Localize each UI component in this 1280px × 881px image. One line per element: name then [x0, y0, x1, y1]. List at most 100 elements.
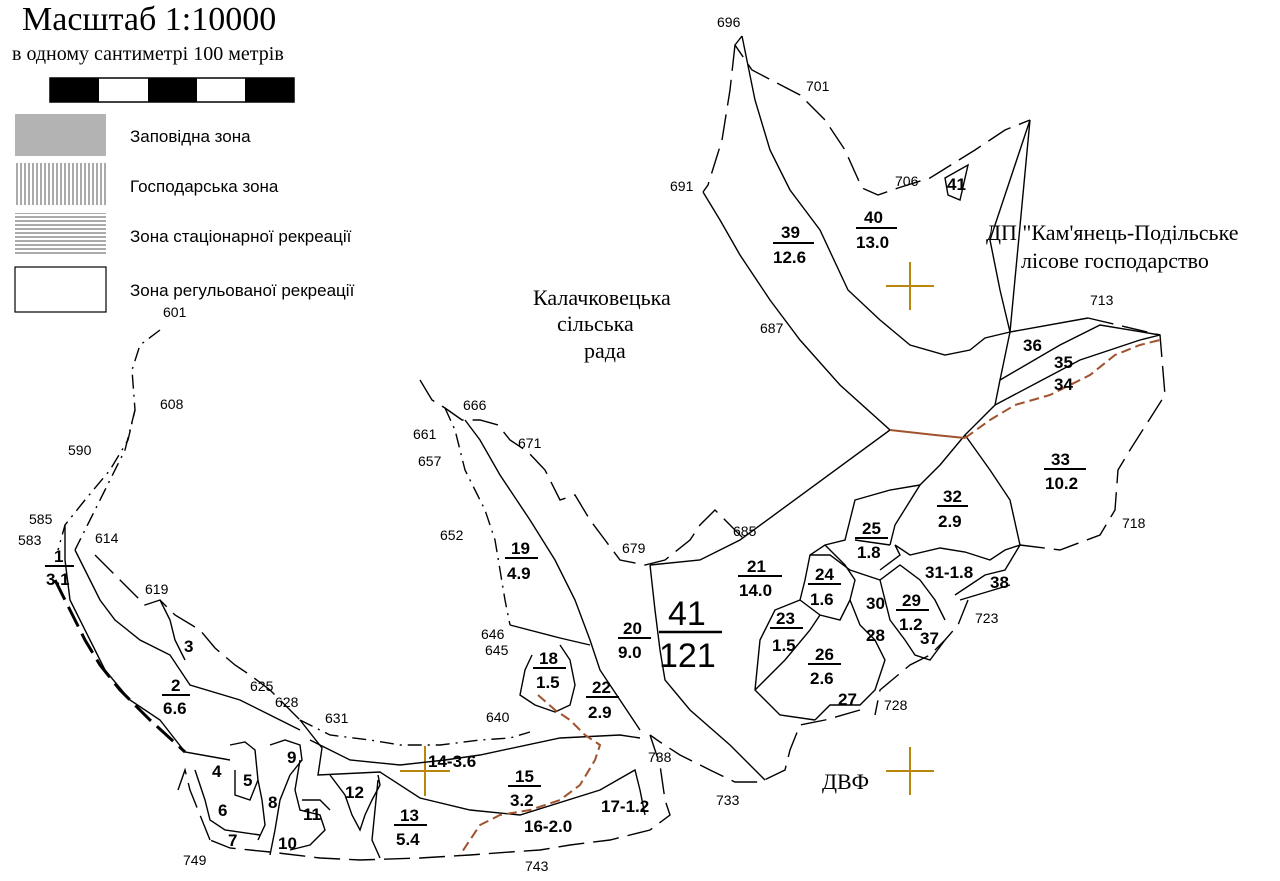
plot-number: 39 — [781, 223, 800, 242]
plot-number: 12 — [345, 783, 364, 802]
plot-number: 7 — [228, 831, 237, 850]
point-label: 679 — [622, 540, 646, 556]
point-label: 585 — [29, 511, 53, 527]
plot-number: 28 — [866, 626, 885, 645]
point-label: 608 — [160, 396, 184, 412]
cross-marker-dvf — [886, 747, 934, 795]
plot-number: 23 — [776, 609, 795, 628]
plot-number: 36 — [1023, 336, 1042, 355]
plot-number: 10 — [278, 834, 297, 853]
council-label-3: рада — [584, 338, 626, 363]
plot-number: 21 — [747, 557, 766, 576]
plot-area: 9.0 — [618, 643, 642, 662]
outer-boundary — [53, 35, 1166, 861]
scale-bar — [49, 77, 295, 103]
cross-marker-north — [886, 262, 934, 310]
plot-number: 34 — [1054, 375, 1073, 394]
forestry-label-2: лісове господарство — [1021, 248, 1209, 273]
plot-number: 6 — [218, 801, 227, 820]
dvf-label: ДВФ — [822, 769, 869, 794]
point-labels: 696 701 691 706 687 713 718 723 728 733 … — [18, 14, 1146, 874]
plot-number: 14-3.6 — [428, 752, 476, 771]
plot-area: 6.6 — [163, 699, 187, 718]
point-label: 666 — [463, 397, 487, 413]
plot-number: 24 — [815, 565, 834, 584]
plot-area: 1.2 — [899, 615, 923, 634]
plot-number: 3 — [184, 637, 193, 656]
plot-area: 10.2 — [1045, 474, 1078, 493]
plot-area: 5.4 — [396, 830, 420, 849]
scale-title: Масштаб 1:10000 — [22, 1, 276, 38]
forestry-label-1: ДП "Кам'янець-Подільське — [986, 220, 1238, 245]
plot-area: 12.6 — [773, 248, 806, 267]
point-label: 601 — [163, 304, 187, 320]
quarter-label: 41 121 — [659, 595, 722, 675]
plot-area: 14.0 — [739, 581, 772, 600]
legend-label-reserve: Заповідна зона — [130, 127, 251, 146]
plot-number: 4 — [212, 762, 222, 781]
plot-number: 13 — [400, 806, 419, 825]
plot-area: 3.1 — [46, 570, 70, 589]
plot-boundaries — [64, 35, 1161, 859]
point-label: 661 — [413, 426, 437, 442]
legend-label-regulated: Зона регульованої рекреації — [130, 281, 355, 300]
plot-number: 8 — [268, 793, 277, 812]
point-label: 631 — [325, 710, 349, 726]
quarter-area: 121 — [659, 637, 716, 675]
point-label: 646 — [481, 626, 505, 642]
point-label: 749 — [183, 852, 207, 868]
plot-number: 25 — [862, 519, 881, 538]
plot-number: 37 — [920, 629, 939, 648]
plot-number: 33 — [1051, 450, 1070, 469]
plot-area: 2.6 — [810, 669, 834, 688]
plot-area: 1.5 — [536, 673, 560, 692]
plot-number: 27 — [838, 690, 857, 709]
plot-number: 31-1.8 — [925, 563, 973, 582]
point-label: 713 — [1090, 292, 1114, 308]
legend-swatch-regulated — [14, 266, 107, 313]
plot-number: 32 — [943, 487, 962, 506]
plot-area: 2.9 — [938, 512, 962, 531]
point-label: 619 — [145, 581, 169, 597]
plot-number: 22 — [592, 678, 611, 697]
point-label: 590 — [68, 442, 92, 458]
plot-area: 1.6 — [810, 590, 834, 609]
point-label: 733 — [716, 792, 740, 808]
cross-marker-south — [400, 746, 450, 796]
point-label: 671 — [518, 435, 542, 451]
point-label: 701 — [806, 78, 830, 94]
plot-number: 9 — [287, 748, 296, 767]
legend-label-economic: Господарська зона — [130, 177, 279, 196]
plot-area: 13.0 — [856, 233, 889, 252]
point-label: 640 — [486, 709, 510, 725]
point-label: 628 — [275, 694, 299, 710]
plot-area: 1.5 — [772, 636, 796, 655]
plot-area: 2.9 — [588, 703, 612, 722]
plot-area: 4.9 — [507, 564, 531, 583]
plot-number: 11 — [303, 805, 321, 824]
point-label: 652 — [440, 527, 464, 543]
point-label: 738 — [648, 749, 672, 765]
point-label: 743 — [525, 858, 549, 874]
point-label: 706 — [895, 173, 919, 189]
plot-labels: 1 3.1 2 6.6 3 4 5 6 7 8 9 10 11 12 13 5.… — [45, 175, 1086, 853]
plot-number: 35 — [1054, 353, 1073, 372]
point-label: 696 — [717, 14, 741, 30]
plot-number: 19 — [511, 539, 530, 558]
legend-label-stationary: Зона стаціонарної рекреації — [130, 227, 352, 246]
point-label: 723 — [975, 610, 999, 626]
plot-number: 1 — [54, 547, 63, 566]
point-label: 625 — [250, 678, 274, 694]
quarter-number: 41 — [668, 595, 706, 633]
point-label: 687 — [760, 320, 784, 336]
plot-number: 40 — [864, 208, 883, 227]
point-label: 685 — [733, 523, 757, 539]
plot-number: 18 — [539, 649, 558, 668]
point-label: 728 — [884, 697, 908, 713]
plot-number: 17-1.2 — [601, 797, 649, 816]
plot-area: 3.2 — [510, 791, 534, 810]
point-label: 645 — [485, 642, 509, 658]
point-label: 614 — [95, 530, 119, 546]
council-label-1: Калачковецька — [533, 285, 671, 310]
